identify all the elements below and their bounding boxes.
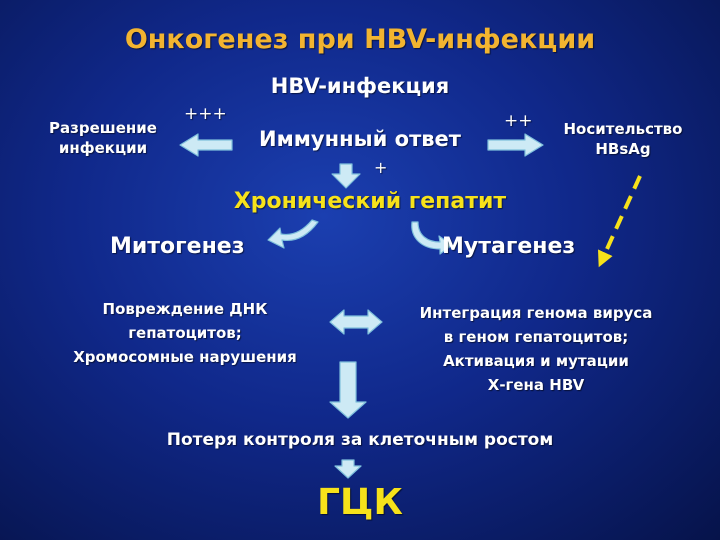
edge-label-to-carrier: ++ (504, 111, 533, 131)
node-integration-line-3: Активация и мутации (443, 352, 629, 370)
node-resolution-line-1: Разрешение (49, 119, 157, 137)
node-resolution: Разрешение инфекции (28, 118, 178, 158)
arrow-to-resolution (179, 133, 233, 157)
node-carrier-line-1: Носительство (563, 120, 683, 138)
arrow-to-mutagenesis (411, 221, 453, 255)
node-carrier: Носительство HBsAg (548, 119, 698, 159)
node-integration: Интеграция генома вируса в геном гепатоц… (386, 301, 686, 397)
node-chronic-hepatitis: Хронический гепатит (233, 189, 507, 214)
arrow-to-hcc (334, 459, 362, 479)
node-hcc: ГЦК (317, 482, 403, 523)
dashed-arrow-carrier-to-mutagenesis (598, 175, 642, 268)
node-hbv-infection: HBV-инфекция (270, 74, 450, 98)
node-integration-line-2: в геном гепатоцитов; (443, 328, 629, 346)
node-dna-damage: Повреждение ДНК гепатоцитов; Хромосомные… (40, 297, 330, 369)
arrow-to-chronic-hepatitis (331, 163, 361, 189)
arrow-to-mitogenesis (267, 219, 319, 249)
node-immune-response: Иммунный ответ (259, 127, 461, 151)
edge-label-to-resolution: +++ (184, 104, 227, 124)
node-resolution-line-2: инфекции (58, 139, 148, 157)
node-mitogenesis: Митогенез (110, 234, 245, 259)
edge-label-to-chronic: + (374, 158, 388, 177)
node-integration-line-4: Х-гена HBV (487, 376, 585, 394)
node-carrier-line-2: HBsAg (595, 140, 651, 158)
node-mutagenesis: Мутагенез (442, 234, 576, 259)
slide-title: Онкогенез при HBV-инфекции (124, 24, 596, 55)
node-dna-damage-line-2: гепатоцитов; (128, 324, 242, 342)
node-loss-of-control: Потеря контроля за клеточным ростом (166, 430, 554, 450)
node-dna-damage-line-1: Повреждение ДНК (102, 300, 268, 318)
node-integration-line-1: Интеграция генома вируса (419, 304, 653, 322)
node-dna-damage-line-3: Хромосомные нарушения (73, 348, 297, 366)
double-arrow-damage-integration (329, 309, 383, 335)
arrow-to-loss-of-control (329, 361, 367, 419)
arrow-to-carrier (487, 133, 544, 157)
